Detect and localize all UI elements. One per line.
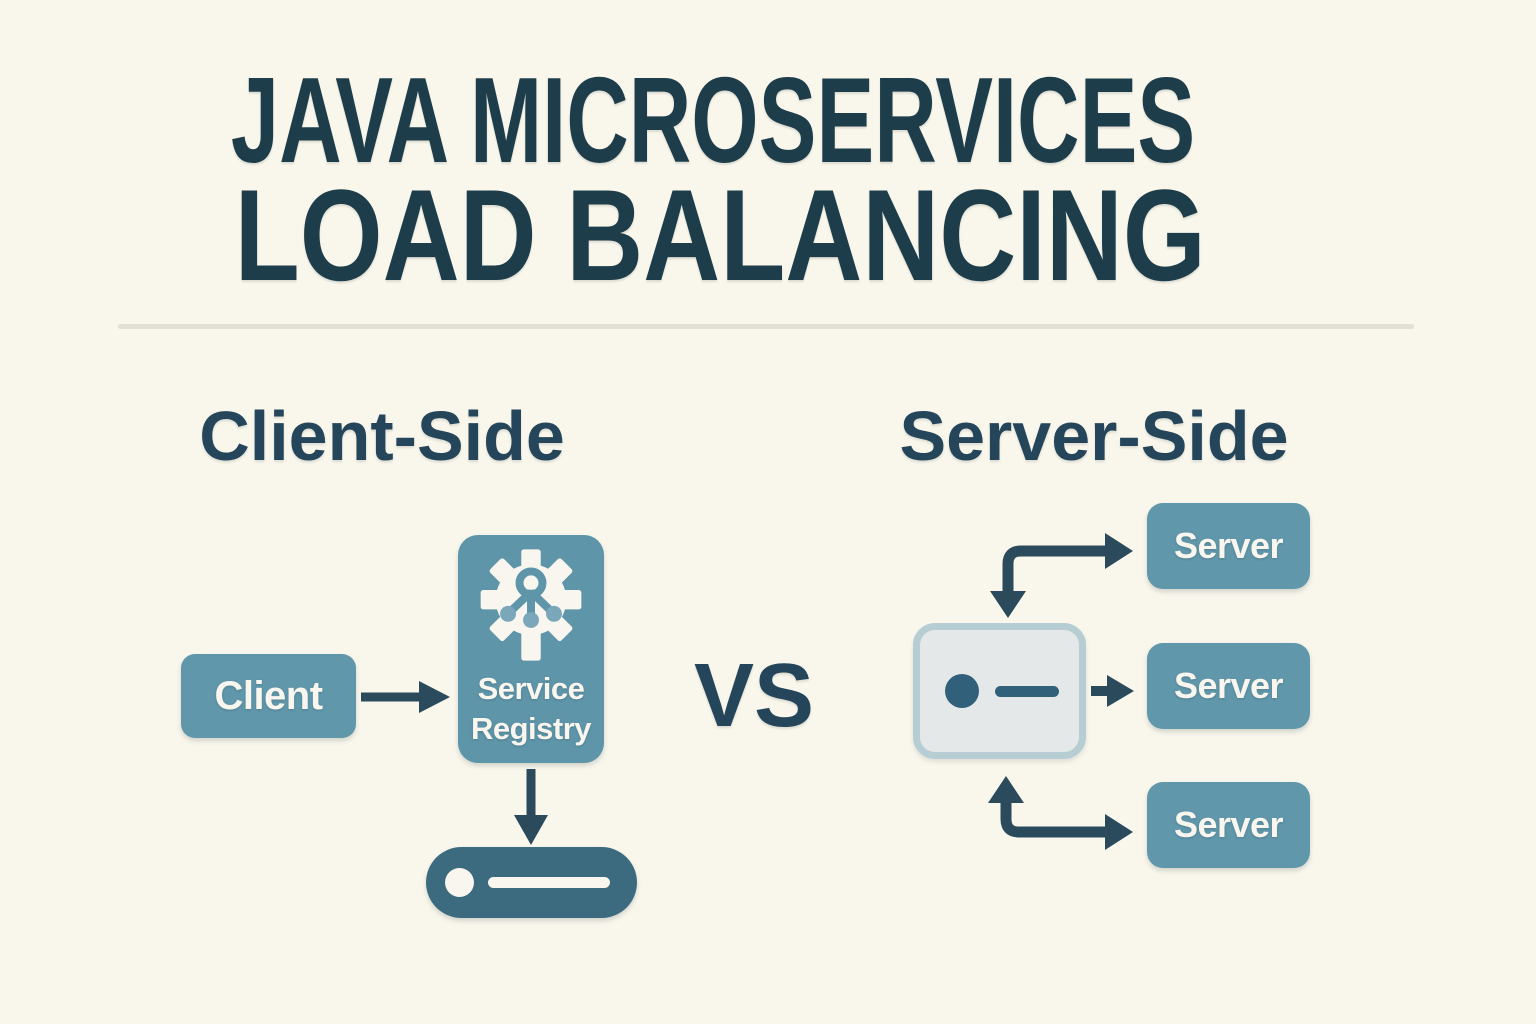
pill-bar <box>488 877 610 888</box>
load-balancer-dot <box>945 674 979 708</box>
server-node-1-label: Server <box>1173 525 1284 566</box>
horizontal-divider <box>118 324 1414 329</box>
page-title-line1-text: JAVA MICROSERVICES <box>230 52 1196 188</box>
client-node-label: Client <box>214 673 323 718</box>
load-balancer-bar <box>995 686 1059 697</box>
server-node-2-label: Server <box>1173 665 1284 706</box>
server-node-3-label: Server <box>1173 804 1284 845</box>
server-side-heading: Server-Side <box>899 397 1289 475</box>
vs-label: VS <box>693 646 815 746</box>
service-discovery-nodes-glyph <box>500 567 562 628</box>
load-balancer-pill-icon <box>426 847 637 918</box>
client-node: Client <box>181 654 356 738</box>
client-side-heading: Client-Side <box>199 397 565 475</box>
server-node-1: Server <box>1147 503 1310 589</box>
pill-dot <box>445 868 474 897</box>
arrow-balancer-bottom-server <box>988 776 1133 850</box>
server-node-3: Server <box>1147 782 1310 868</box>
service-registry-label: Service Registry <box>470 671 592 746</box>
service-registry-node: Service Registry <box>458 535 604 763</box>
page-title-line2-text: LOAD BALANCING <box>234 162 1206 308</box>
gear-service-discovery-icon <box>480 549 582 661</box>
page-title-line1: JAVA MICROSERVICES <box>0 59 1481 181</box>
arrow-registry-to-instance <box>514 769 548 845</box>
load-balancer-box-icon <box>913 623 1086 759</box>
server-node-2: Server <box>1147 643 1310 729</box>
arrow-balancer-top-server <box>990 533 1133 618</box>
page-title-line2: LOAD BALANCING <box>0 170 1488 300</box>
